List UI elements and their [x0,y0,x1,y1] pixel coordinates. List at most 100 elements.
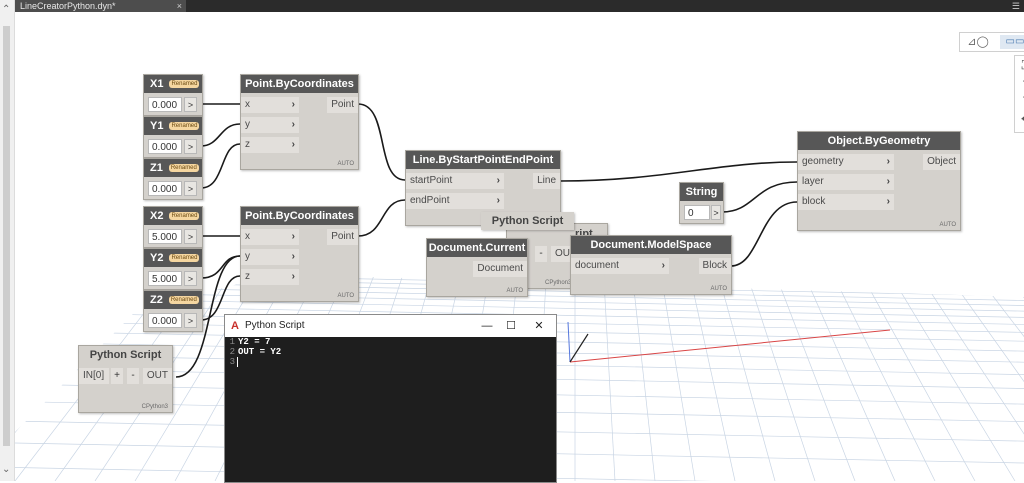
renamed-badge: Renamed [169,254,200,263]
minimize-icon[interactable]: — [481,320,493,332]
python-script-node[interactable]: Python Script IN[0] + - OUT CPython3 [78,345,173,413]
output-port-arrow[interactable]: > [711,205,721,220]
dynamo-logo-icon: A [231,320,239,332]
object-bygeometry-node[interactable]: Object.ByGeometry geometry› layer› block… [797,131,961,231]
node-title: String [680,183,723,201]
vertical-scrollbar[interactable]: ⌃ ⌄ [0,0,15,481]
renamed-badge: Renamed [168,164,199,173]
node-title: Z2 [150,294,163,306]
input-port-endpoint[interactable]: endPoint› [406,193,504,209]
input-port-layer[interactable]: layer› [798,174,894,190]
input-port-y[interactable]: y› [241,117,299,133]
output-port-point[interactable]: Point [327,229,358,245]
output-port-object[interactable]: Object [923,154,960,170]
input-port-in0[interactable]: IN[0] [79,368,109,384]
output-port-block[interactable]: Block [698,258,731,274]
number-value-field[interactable]: 0.000 [148,139,182,154]
pan-icon[interactable]: ✥ [1015,112,1024,126]
output-port-arrow[interactable]: > [184,139,197,154]
string-node[interactable]: String 0 > [679,182,724,224]
view-toggle[interactable]: ⊿◯ ▭▭ [959,32,1024,52]
port-chevron-icon: › [291,119,295,130]
output-port-point[interactable]: Point [327,97,358,113]
node-title: Document.ModelSpace [571,236,731,254]
input-port-document[interactable]: document› [571,258,669,274]
y-axis-line [567,321,571,363]
lacing-label: AUTO [506,288,523,294]
port-chevron-icon: › [661,260,665,271]
zoom-out-icon[interactable]: − [1015,90,1024,104]
renamed-badge: Renamed [169,80,200,89]
remove-input-button[interactable]: - [127,368,139,384]
port-chevron-icon: › [886,156,890,167]
node-title: Point.ByCoordinates [241,207,358,225]
output-port-out[interactable]: OUT [142,368,172,384]
engine-label: CPython3 [545,280,572,286]
string-value-field[interactable]: 0 [684,205,710,220]
number-node-y2[interactable]: Y2 Renamed 5.000 > [143,248,203,290]
close-icon[interactable]: ✕ [534,320,544,332]
point-bycoordinates-node-2[interactable]: Point.ByCoordinates x› y› z› Point AUTO [240,206,359,302]
output-port-arrow[interactable]: > [184,181,197,196]
input-port-z[interactable]: z› [241,137,299,153]
input-port-startpoint[interactable]: startPoint› [406,173,504,189]
input-port-y[interactable]: y› [241,249,299,265]
number-value-field[interactable]: 0.000 [148,313,182,328]
close-tab-icon[interactable]: × [176,1,182,11]
input-port-x[interactable]: x› [241,229,299,245]
maximize-icon[interactable]: ☐ [506,320,516,332]
fit-view-icon[interactable]: ⛶ [1015,58,1024,73]
number-value-field[interactable]: 0.000 [148,181,182,196]
code-line[interactable]: 3 [229,357,235,367]
port-chevron-icon: › [496,195,500,206]
zoom-in-icon[interactable]: + [1015,74,1024,88]
output-port-arrow[interactable]: > [184,313,197,328]
input-port-z[interactable]: z› [241,269,299,285]
number-value-field[interactable]: 5.000 [148,271,182,286]
node-title: Line.ByStartPointEndPoint [406,151,560,169]
node-title: Document.Current [427,239,527,257]
output-port-line[interactable]: Line [533,173,560,189]
node-title: Python Script [79,346,172,364]
output-port-arrow[interactable]: > [184,229,197,244]
preview-line-geometry [569,333,589,363]
output-port-arrow[interactable]: > [184,271,197,286]
input-port-block[interactable]: block› [798,194,894,210]
scroll-down-icon[interactable]: ⌄ [2,464,11,475]
graph-view-icon[interactable]: ▭▭ [1000,35,1024,49]
scrollbar-thumb[interactable] [3,26,10,446]
number-value-field[interactable]: 0.000 [148,97,182,112]
hamburger-icon[interactable]: ☰ [1011,1,1020,11]
input-port-x[interactable]: x› [241,97,299,113]
port-chevron-icon: › [496,175,500,186]
python-script-node-header[interactable]: Python Script [481,212,574,230]
output-port-arrow[interactable]: > [184,97,197,112]
document-modelspace-node[interactable]: Document.ModelSpace document› Block AUTO [570,235,732,295]
editor-title-bar[interactable]: A Python Script — ☐ ✕ [225,315,556,337]
scroll-up-icon[interactable]: ⌃ [2,4,11,15]
input-port-geometry[interactable]: geometry› [798,154,894,170]
node-title: Object.ByGeometry [798,132,960,150]
remove-input-button[interactable]: - [535,246,547,262]
document-current-node[interactable]: Document.Current Document AUTO [426,238,528,297]
line-number-gutter [225,337,235,482]
port-chevron-icon: › [291,139,295,150]
number-value-field[interactable]: 5.000 [148,229,182,244]
add-input-button[interactable]: + [111,368,123,384]
output-port-document[interactable]: Document [473,261,527,277]
geometry-view-icon[interactable]: ⊿◯ [967,36,989,48]
lacing-label: AUTO [939,222,956,228]
node-title: Y2 [150,252,164,264]
point-bycoordinates-node-1[interactable]: Point.ByCoordinates x› y› z› Point AUTO [240,74,359,170]
lacing-label: AUTO [337,161,354,167]
document-tab[interactable]: LineCreatorPython.dyn* × [14,0,186,12]
